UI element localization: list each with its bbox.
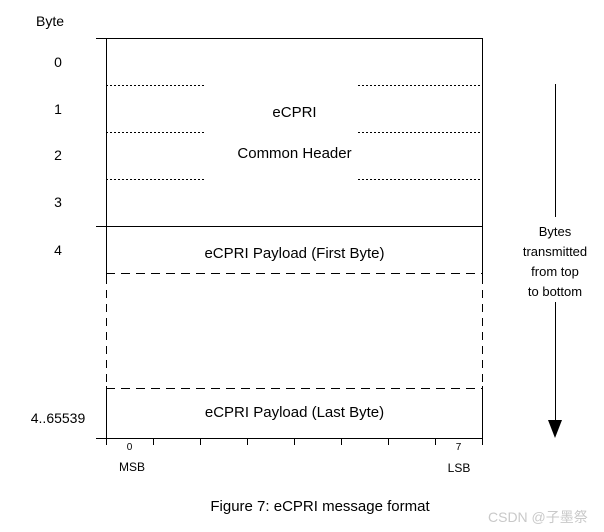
byte-row-label-last: 4..65539 xyxy=(30,410,86,426)
header-row-divider-right-1 xyxy=(358,85,483,86)
arrow-down-icon xyxy=(548,420,562,438)
payload-last-byte-label: eCPRI Payload (Last Byte) xyxy=(204,404,385,421)
transmission-order-note: Bytes transmitted from top to bottom xyxy=(505,222,604,302)
transmission-order-note-line-1: Bytes xyxy=(538,224,572,239)
byte-row-label-2: 2 xyxy=(54,147,62,163)
box-left-edge-dashed xyxy=(106,276,107,386)
bit-tick-5 xyxy=(341,438,342,445)
box-bottom-line xyxy=(96,438,483,439)
bit-label-7: 7 xyxy=(455,442,462,453)
bit-tick-6 xyxy=(388,438,389,445)
bit-tick-1 xyxy=(153,438,154,445)
box-left-edge-top xyxy=(106,38,107,276)
byte-row-label-4: 4 xyxy=(54,242,62,258)
box-right-edge-bottom xyxy=(482,386,483,445)
bit-tick-7 xyxy=(435,438,436,445)
payload-last-byte-divider xyxy=(106,388,483,389)
header-row-divider-right-2 xyxy=(358,132,483,133)
bit-tick-2 xyxy=(200,438,201,445)
box-right-edge-dashed xyxy=(482,276,483,386)
csdn-watermark: CSDN @子墨祭 xyxy=(488,509,588,525)
transmission-order-note-line-3: from top xyxy=(531,264,579,279)
msb-label: MSB xyxy=(118,460,145,474)
header-row-divider-left-3 xyxy=(106,179,206,180)
header-payload-divider-line xyxy=(96,226,483,227)
figure-caption: Figure 7: eCPRI message format xyxy=(210,498,430,515)
box-left-edge-bottom xyxy=(106,386,107,445)
header-title: eCPRI xyxy=(272,104,317,121)
bit-label-0: 0 xyxy=(126,442,133,453)
byte-axis-title: Byte xyxy=(36,13,65,29)
payload-first-byte-divider xyxy=(106,273,483,274)
transmission-order-note-line-2: transmitted xyxy=(522,244,588,259)
header-row-divider-right-3 xyxy=(358,179,483,180)
box-top-line xyxy=(96,38,483,39)
box-right-edge-top xyxy=(482,38,483,276)
transmission-arrow-shaft-top xyxy=(555,84,556,217)
bit-tick-3 xyxy=(247,438,248,445)
payload-first-byte-label: eCPRI Payload (First Byte) xyxy=(204,245,385,262)
lsb-label: LSB xyxy=(447,461,471,475)
byte-row-label-1: 1 xyxy=(54,101,62,117)
transmission-order-note-line-4: to bottom xyxy=(527,284,583,299)
header-row-divider-left-1 xyxy=(106,85,206,86)
transmission-arrow-shaft-bottom xyxy=(555,302,556,420)
header-row-divider-left-2 xyxy=(106,132,206,133)
bit-tick-4 xyxy=(294,438,295,445)
byte-row-label-0: 0 xyxy=(54,54,62,70)
header-subtitle: Common Header xyxy=(237,145,352,162)
byte-row-label-3: 3 xyxy=(54,194,62,210)
